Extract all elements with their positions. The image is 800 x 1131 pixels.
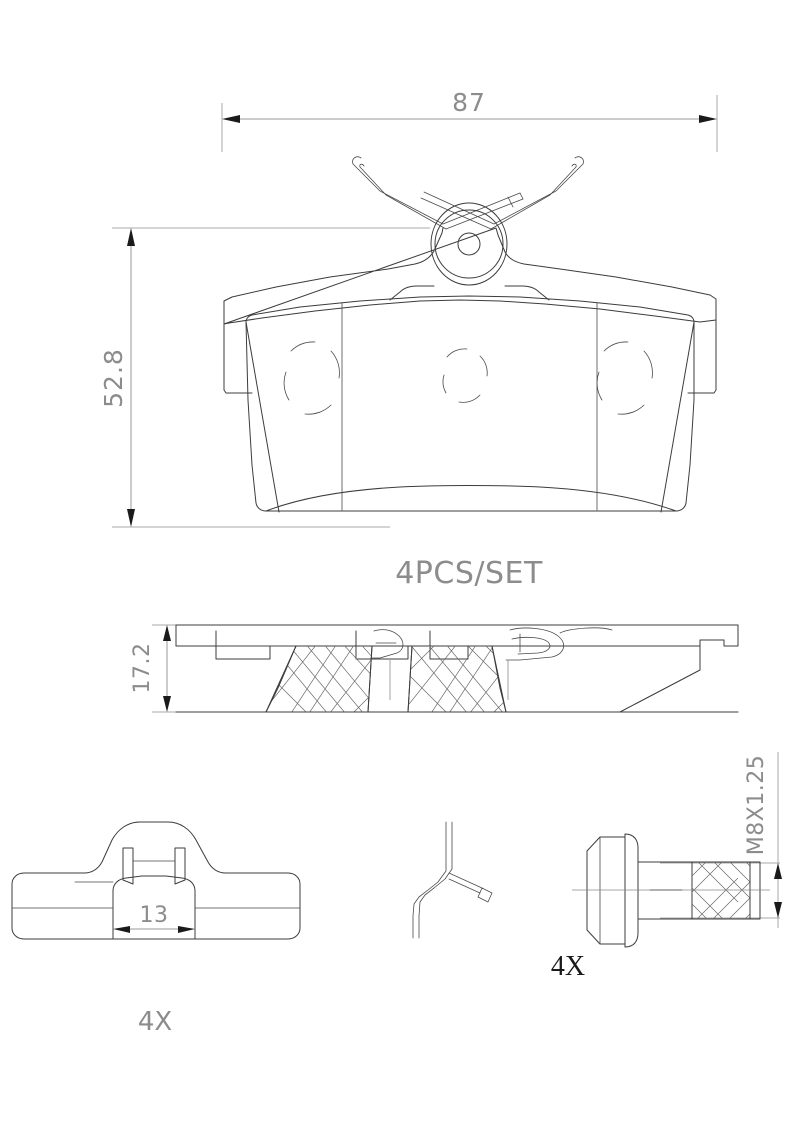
arrow-down-icon — [163, 696, 171, 712]
wear-sensor-spring — [352, 156, 584, 230]
section-shim-left — [215, 630, 271, 660]
arrow-down-icon — [774, 863, 782, 879]
bolt-hex-head — [586, 836, 626, 945]
spring-arm-right-outer — [493, 156, 584, 225]
wire-clip-branch-lower — [448, 878, 481, 894]
wire-clip-view — [412, 821, 493, 939]
bolt-tip — [749, 861, 761, 920]
spring-cross-right — [420, 191, 495, 230]
wire-clip-path-outer — [412, 821, 447, 939]
clip-arc-far-right — [559, 627, 613, 634]
spring-tab — [507, 192, 524, 208]
clip-loop-right — [505, 627, 565, 661]
index-mark-right — [596, 341, 653, 415]
shim-tab-right — [174, 847, 186, 885]
dimension-width-label: 87 — [452, 88, 486, 117]
front-view — [223, 156, 717, 513]
backing-plate-side-shelf — [223, 300, 717, 394]
section-center-gap — [367, 645, 413, 713]
section-bottom-profile — [265, 645, 701, 713]
dimension-bolt-thread-label: M8X1.25 — [744, 755, 769, 856]
friction-side-tapers — [245, 321, 695, 513]
dimension-width-87: 87 — [221, 88, 718, 152]
bolt-quantity-label: 4X — [551, 951, 585, 982]
bolt-view: M8X1.25 — [551, 752, 782, 982]
friction-right-hatch — [408, 646, 506, 712]
spring-arm-left-outer — [352, 156, 444, 225]
section-backing-plate — [175, 624, 739, 647]
clip-loop-right-inner — [511, 636, 551, 655]
dimension-shim-slot-13: 13 — [113, 903, 195, 933]
shim-quantity-label: 4X — [138, 1007, 172, 1037]
friction-left-taper — [265, 645, 297, 713]
spring-cross-left — [442, 192, 524, 230]
dimension-shim-slot-label: 13 — [140, 903, 169, 928]
arrow-down-icon — [127, 509, 135, 527]
arrow-right-icon — [699, 115, 717, 123]
shim-tab-left — [122, 847, 134, 885]
boss-outer-ellipse — [430, 202, 508, 286]
section-view — [175, 624, 739, 713]
dimension-height-label: 52.8 — [99, 348, 128, 408]
dimension-thickness-17-2: 17.2 — [130, 624, 300, 713]
arrow-up-icon — [163, 625, 171, 641]
section-clip-detail — [371, 627, 613, 661]
bolt-flange — [624, 833, 639, 948]
section-friction-right — [407, 645, 507, 713]
dimension-height-52-8: 52.8 — [99, 227, 430, 528]
index-mark-center — [442, 348, 488, 403]
arrow-up-icon — [774, 902, 782, 918]
arrow-left-icon — [222, 115, 240, 123]
backing-plate-top-edge — [223, 227, 717, 325]
friction-material-outline — [245, 295, 695, 512]
dimension-bolt-thread: M8X1.25 — [660, 752, 782, 928]
spring-arm-right-inner — [490, 163, 577, 230]
shim-view: 13 4X — [11, 821, 301, 1037]
dimension-thickness-label: 17.2 — [130, 643, 155, 694]
wire-clip-branch-upper — [448, 872, 483, 889]
boss-hole — [457, 232, 481, 256]
friction-lower-profile — [265, 485, 677, 512]
bolt-shank — [637, 861, 693, 920]
shim-outline — [11, 821, 301, 940]
wire-clip-path-inner — [418, 821, 453, 939]
bolt-thread-hatch — [692, 862, 750, 919]
shim-slot-opening — [112, 875, 196, 940]
arrow-up-icon — [127, 228, 135, 246]
section-shim-mid — [355, 630, 409, 660]
wire-clip-end-tab — [477, 887, 493, 903]
arrow-left-icon — [113, 926, 130, 933]
index-mark-left — [283, 341, 340, 415]
pad-index-marks — [283, 341, 653, 415]
boss-circle — [434, 209, 504, 279]
arrow-right-icon — [178, 926, 195, 933]
friction-upper-notch — [389, 285, 550, 301]
spring-arm-left-inner — [359, 163, 447, 230]
section-shim-right — [429, 630, 469, 660]
set-quantity-note: 4PCS/SET — [395, 556, 543, 591]
clip-loop-left — [371, 629, 404, 659]
friction-right-taper — [491, 645, 507, 713]
center-boss — [430, 202, 508, 286]
